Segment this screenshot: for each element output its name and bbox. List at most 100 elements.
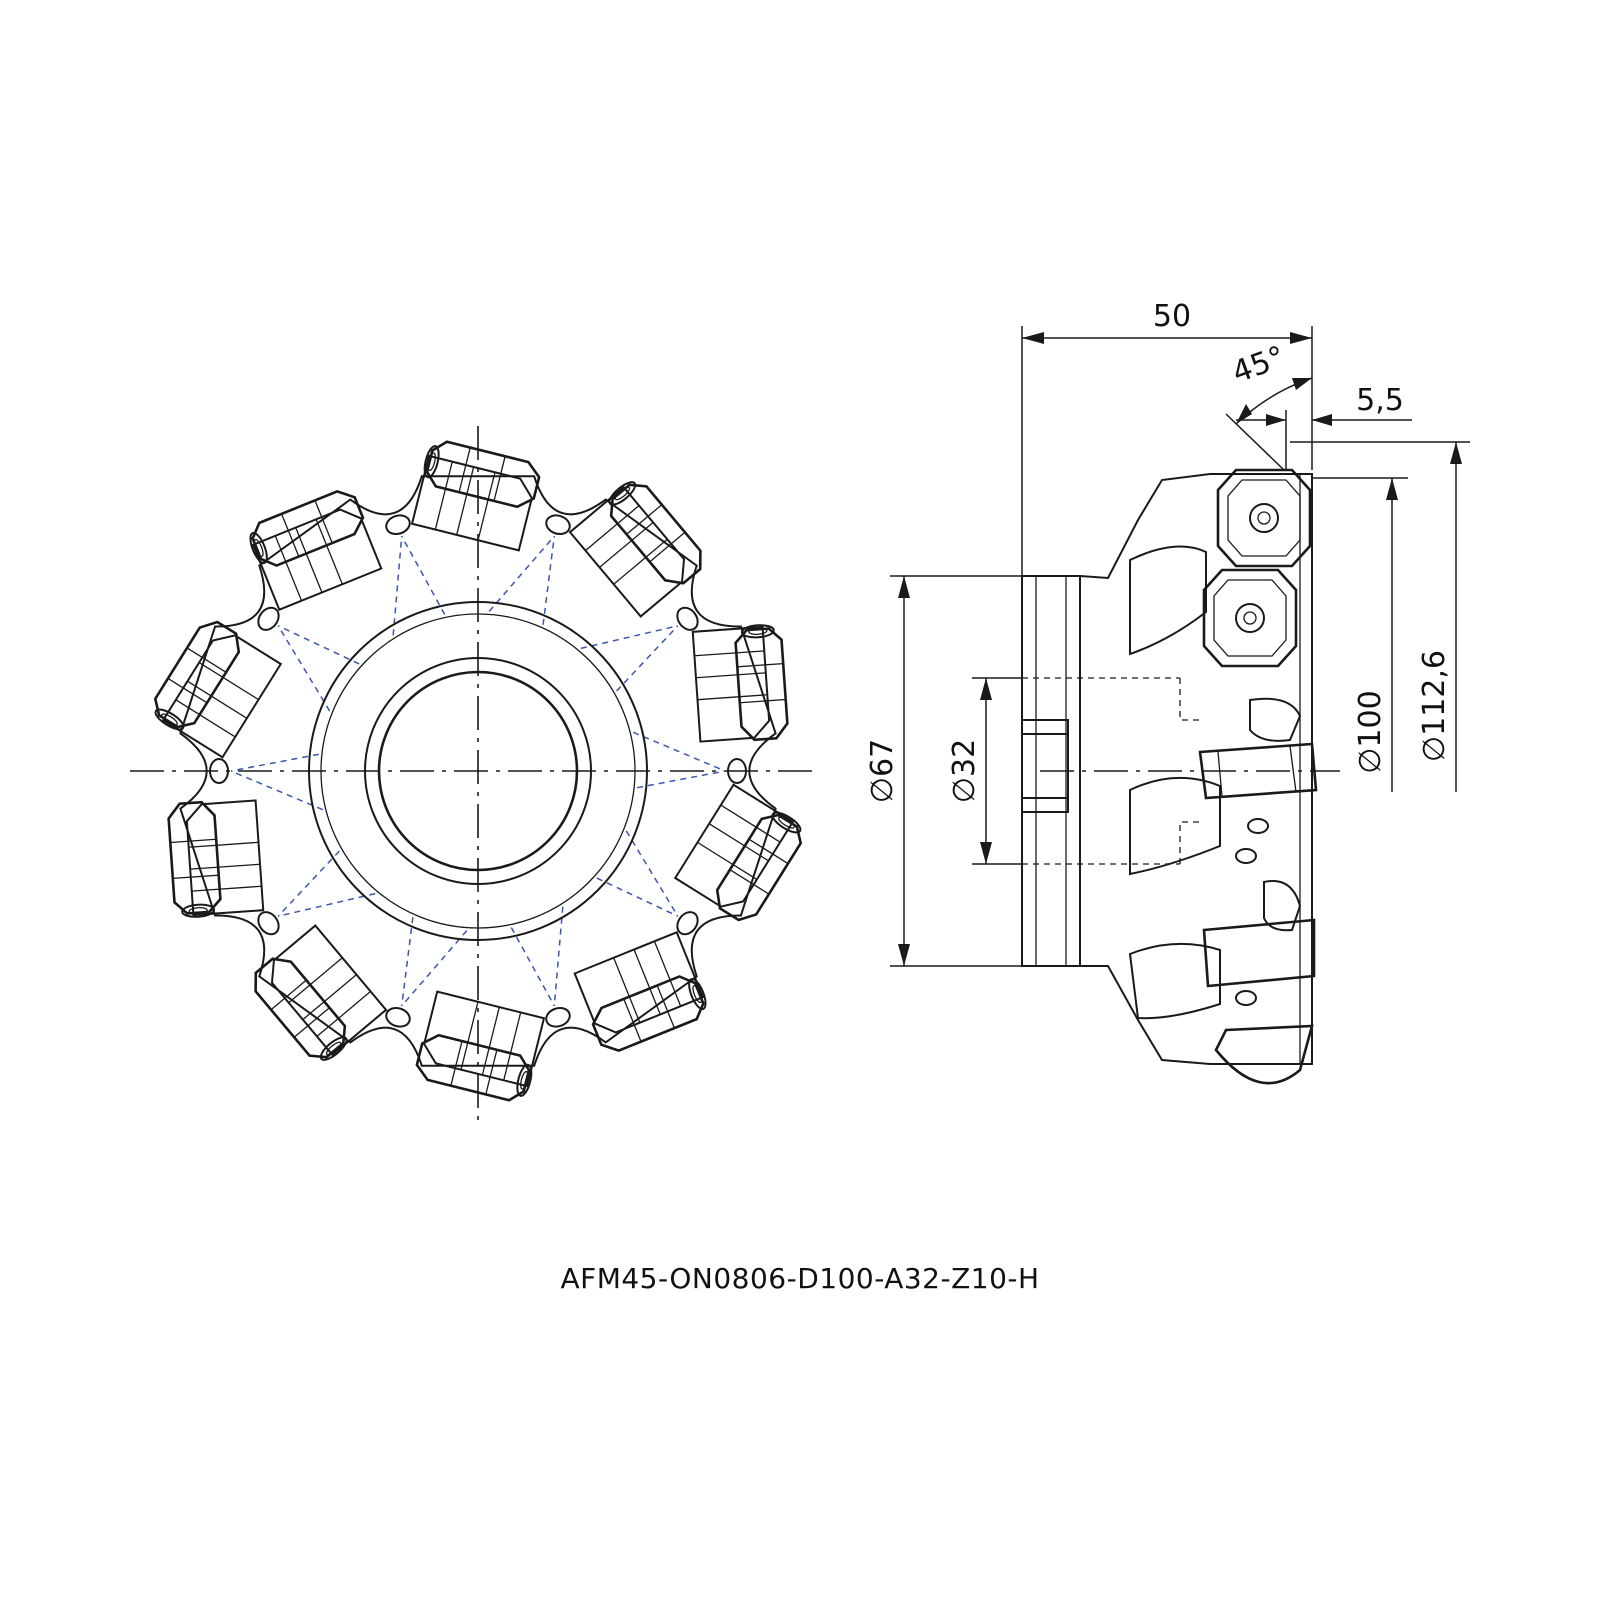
hub-outer-ring [308, 601, 648, 941]
dim-lead-angle: 45° [1228, 340, 1290, 391]
insert-pocket [410, 440, 541, 552]
gullet-hole [727, 758, 747, 784]
dim-overall-length: 50 [1153, 299, 1191, 334]
coolant-outlet-3 [1247, 818, 1269, 834]
insert-pocket [691, 624, 789, 743]
coolant-channel [553, 906, 564, 1006]
coolant-channel [632, 731, 726, 772]
side-gullet-3 [1128, 942, 1221, 1020]
dim-100-arrow [1386, 478, 1398, 500]
coolant-channel [277, 625, 331, 712]
insert-screw-icon [319, 1036, 348, 1061]
cutter-body-side-outline [1079, 473, 1313, 1065]
hub-chamfer-ring [320, 613, 636, 929]
insert-pocket [568, 481, 702, 618]
gullet-hole [676, 606, 699, 631]
side-view [1021, 468, 1340, 1085]
coolant-channel [625, 830, 679, 917]
gullet-hole [545, 1006, 571, 1028]
coolant-channel [596, 877, 679, 917]
insert-pocket [573, 930, 707, 1052]
insert-screw-icon [740, 624, 775, 639]
insert-pocket [249, 490, 383, 612]
part-number: AFM45-ON0806-D100-A32-Z10-H [560, 1262, 1040, 1295]
gullet-hole [545, 514, 571, 536]
coolant-channel [616, 625, 679, 692]
dim-hub-diameter: ∅67 [865, 739, 900, 803]
key-slot [1022, 719, 1069, 813]
coolant-channel [401, 930, 468, 1007]
dim-32-arrow-top [980, 678, 992, 700]
gullet-hole [257, 911, 280, 936]
coolant-outlet-2 [1235, 990, 1257, 1006]
coolant-channel [230, 770, 324, 811]
insert-screw-icon [181, 903, 216, 918]
dim-bore: ∅32 [947, 739, 982, 803]
dim-67-arrow-top [898, 576, 910, 598]
bore-hidden-step-bottom [1179, 821, 1200, 864]
insert-pocket [153, 620, 283, 759]
coolant-channel [636, 770, 726, 789]
side-gullet-1 [1129, 545, 1207, 656]
coolant-channel [277, 850, 340, 917]
coolant-channel [580, 625, 678, 650]
coolant-channel [392, 536, 403, 636]
gullet-hole [257, 606, 280, 631]
gullet-hole [385, 1006, 411, 1028]
bore-counterbore [364, 657, 592, 885]
insert-screw-icon [423, 445, 440, 479]
insert-pockets [153, 440, 803, 1102]
dim-67-arrow-bottom [898, 944, 910, 966]
cutter-body-outline [179, 475, 777, 1067]
dim-45-arrow-left [1236, 404, 1252, 424]
dim-5-5-arrow-left [1266, 414, 1286, 426]
coolant-channel [510, 927, 555, 1007]
side-insert-top [1216, 468, 1312, 568]
insert-screw-icon [1235, 603, 1265, 633]
coolant-outlet-1 [1235, 848, 1257, 864]
dim-5-5-arrow-right [1312, 414, 1332, 426]
insert-pocket [415, 990, 546, 1102]
insert-pocket [254, 924, 388, 1061]
insert-screw-icon [688, 978, 707, 1011]
coolant-channel [542, 536, 556, 625]
gullet-hole [209, 758, 229, 784]
dim-insert-height: 5,5 [1356, 383, 1404, 418]
insert-screw-icon [516, 1063, 533, 1097]
front-view [130, 426, 818, 1120]
insert-screw-icon [771, 811, 802, 834]
bore-hidden-step-top [1179, 678, 1200, 721]
insert-screw-icon [1249, 503, 1279, 533]
coolant-channel [278, 892, 376, 917]
coolant-channel [230, 753, 320, 772]
side-insert-edge-on-facet-1 [1217, 751, 1223, 797]
side-insert-second [1202, 568, 1298, 668]
coolant-channel [277, 625, 360, 665]
gullet-hole [385, 514, 411, 536]
insert-pocket [167, 799, 265, 918]
bore-hole [377, 670, 579, 872]
coolant-channel [488, 535, 555, 612]
dim-50-arrow-left [1022, 332, 1044, 344]
side-insert-edge-on [1198, 742, 1318, 800]
coolant-channels [230, 535, 726, 1007]
coolant-channel [401, 535, 446, 615]
insert-screw-icon [154, 708, 185, 731]
dim-50-arrow-right [1290, 332, 1312, 344]
side-insert-edge-on-facet-2 [1289, 745, 1297, 793]
gullet-hole [676, 911, 699, 936]
insert-screw-icon [608, 481, 637, 506]
insert-screw-icon [249, 531, 268, 564]
chip-gullets [209, 514, 747, 1028]
side-insert-bottom [1214, 1024, 1314, 1085]
insert-pocket [673, 783, 803, 922]
dim-112-6-arrow [1450, 442, 1462, 464]
dim-45-arrow-right [1292, 378, 1312, 390]
dimensions: 50 45° 5,5 ∅112,6 ∅100 ∅67 [865, 299, 1470, 967]
dim-32-arrow-bottom [980, 842, 992, 864]
coolant-channel [400, 917, 414, 1006]
side-insert-angled [1202, 918, 1316, 988]
dim-max-diameter: ∅112,6 [1417, 650, 1452, 762]
dim-cutting-diameter: ∅100 [1353, 690, 1388, 773]
